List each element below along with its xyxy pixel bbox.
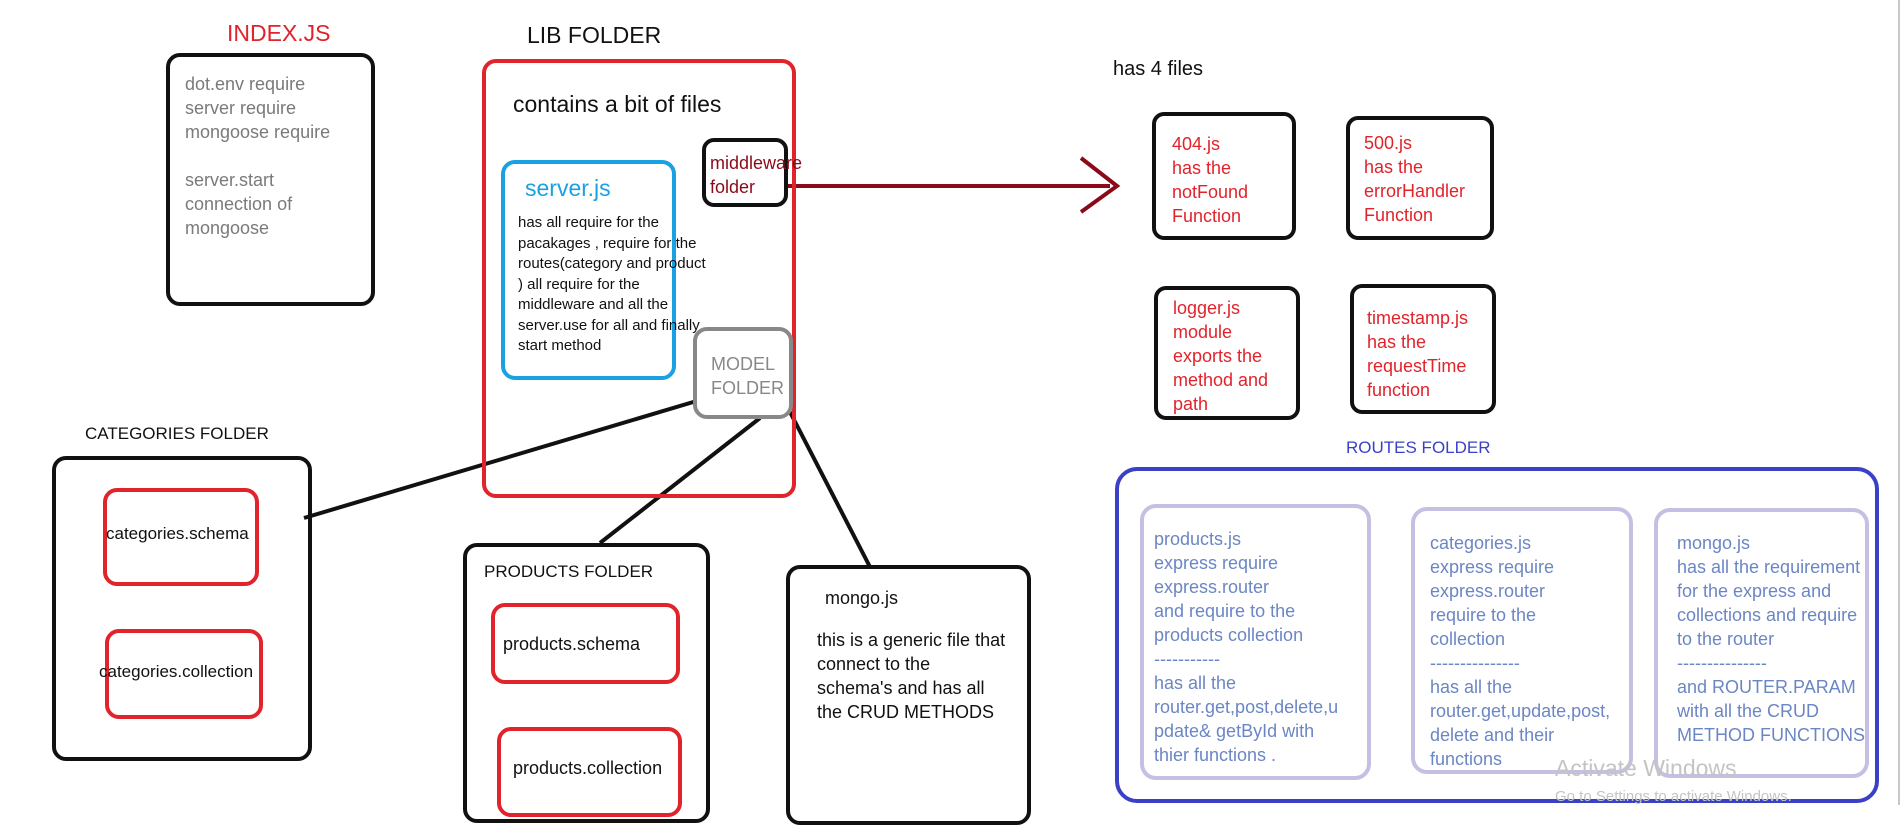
model-to-categories-line	[303, 398, 701, 520]
activation-watermark-subtitle: Go to Settings to activate Windows.	[1555, 788, 1792, 805]
route-mongo-text: mongo.js has all the requirement for the…	[1677, 533, 1865, 745]
categories-title: CATEGORIES FOLDER	[85, 424, 269, 443]
products-schema-box	[491, 603, 680, 684]
routes-box	[1115, 467, 1879, 803]
file-500-text: 500.js has the errorHandler Function	[1364, 133, 1466, 225]
middleware-arrow-head	[1079, 156, 1121, 214]
route-categories-text: categories.js express require express.ro…	[1430, 533, 1611, 769]
route-products-box	[1140, 504, 1371, 780]
file-timestamp-text: timestamp.js has the requestTime functio…	[1367, 308, 1469, 400]
products-title: PRODUCTS FOLDER	[484, 562, 654, 581]
lib-subtitle: contains a bit of files	[513, 91, 722, 117]
route-mongo-box	[1654, 508, 1869, 778]
categories-collection-box	[105, 629, 263, 719]
files-heading: has 4 files	[1113, 58, 1204, 80]
middleware-label: middleware folder	[710, 153, 803, 197]
route-categories-box	[1411, 507, 1633, 774]
index-text: dot.env require server require mongoose …	[185, 74, 331, 238]
lib-title: LIB FOLDER	[527, 22, 662, 48]
route-products-text: products.js express require express.rout…	[1154, 529, 1339, 765]
model-to-mongo-line	[788, 411, 872, 568]
file-500-box	[1346, 116, 1494, 240]
categories-schema-box	[103, 488, 259, 586]
file-404-box	[1152, 112, 1296, 240]
categories-collection-label: categories.collection	[99, 662, 254, 681]
connector-lines	[303, 0, 1900, 805]
lib-box	[482, 59, 796, 498]
categories-schema-label: categories.schema	[106, 524, 249, 543]
products-collection-label: products.collection	[513, 758, 663, 778]
index-box	[166, 53, 375, 306]
model-to-products-line	[598, 416, 762, 545]
mongo-text: this is a generic file that connect to t…	[817, 630, 1006, 722]
server-text: has all require for the pacakages , requ…	[518, 214, 706, 354]
file-logger-box	[1154, 286, 1300, 420]
mongo-title: mongo.js	[825, 588, 899, 608]
middleware-box	[702, 138, 788, 207]
index-title: INDEX.JS	[227, 20, 331, 46]
categories-box	[52, 456, 312, 761]
routes-title: ROUTES FOLDER	[1346, 438, 1491, 457]
activation-watermark-title: Activate Windows	[1555, 755, 1737, 781]
model-box	[693, 327, 793, 419]
file-logger-text: logger.js module exports the method and …	[1173, 298, 1269, 414]
server-title: server.js	[525, 175, 611, 201]
products-schema-label: products.schema	[503, 634, 641, 654]
file-timestamp-box	[1350, 284, 1496, 414]
file-404-text: 404.js has the notFound Function	[1172, 134, 1249, 226]
server-box	[501, 160, 676, 380]
model-label: MODEL FOLDER	[711, 354, 785, 398]
